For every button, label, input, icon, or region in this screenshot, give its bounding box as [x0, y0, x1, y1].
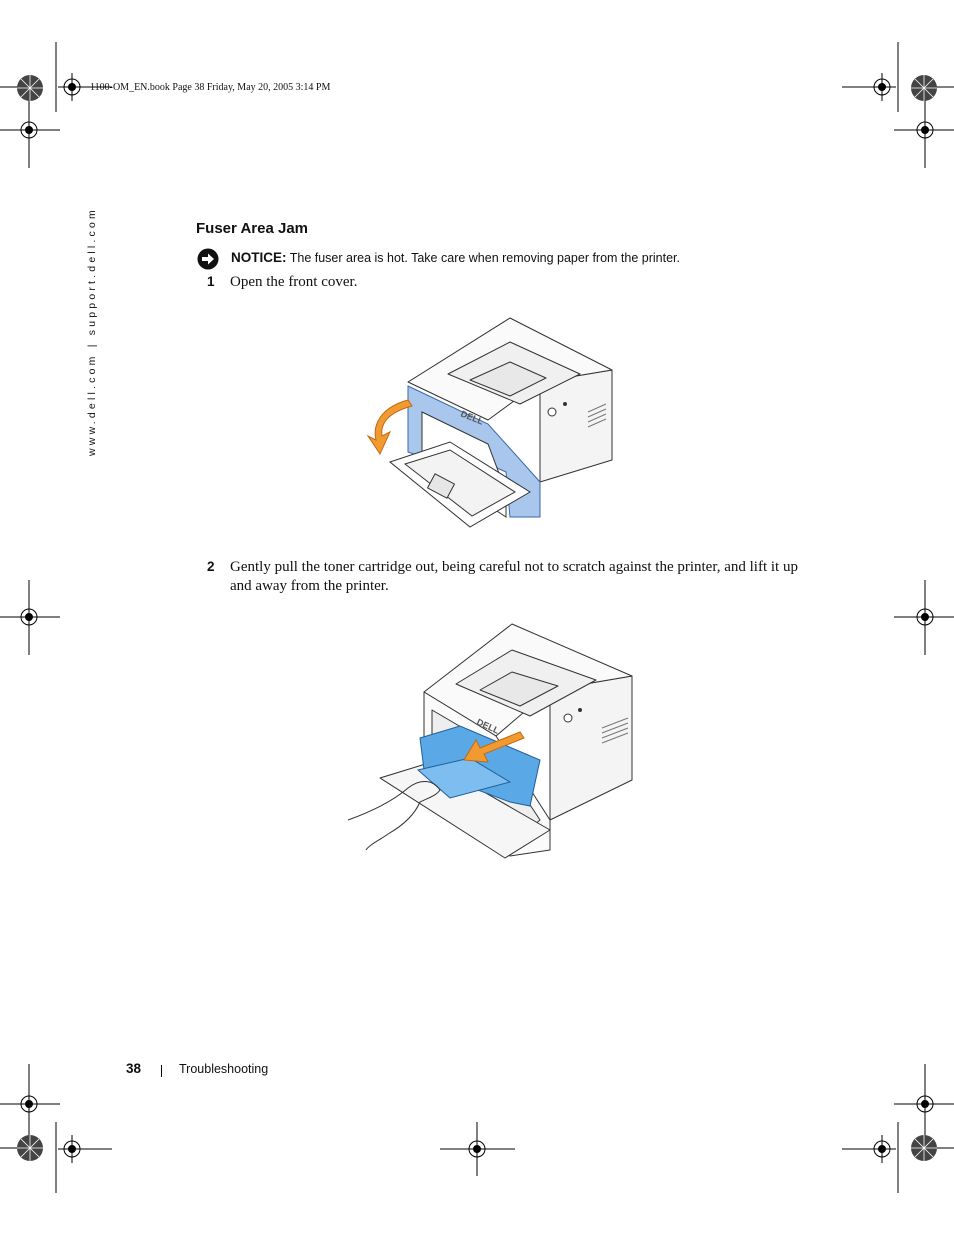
notice-body: The fuser area is hot. Take care when re…	[286, 251, 680, 265]
notice-text: NOTICE: The fuser area is hot. Take care…	[231, 250, 680, 265]
notice-label: NOTICE:	[231, 250, 287, 265]
footer-section-title: Troubleshooting	[179, 1062, 269, 1076]
side-url: www.dell.com | support.dell.com	[86, 207, 98, 456]
page-number: 38	[126, 1061, 142, 1076]
footer-divider	[161, 1065, 162, 1077]
step-text: Open the front cover.	[230, 274, 358, 290]
printer-front-cover-open-illustration: DELL	[366, 317, 613, 528]
step-number: 1	[207, 274, 215, 289]
section-title: Fuser Area Jam	[196, 220, 309, 237]
notice-arrow-icon	[197, 248, 219, 270]
book-slug-line: 1100-OM_EN.book Page 38 Friday, May 20, …	[90, 82, 331, 93]
printer-toner-removal-illustration: DELL	[347, 623, 633, 859]
step-text: Gently pull the toner cartridge out, bei…	[230, 559, 798, 594]
step-number: 2	[207, 559, 215, 574]
